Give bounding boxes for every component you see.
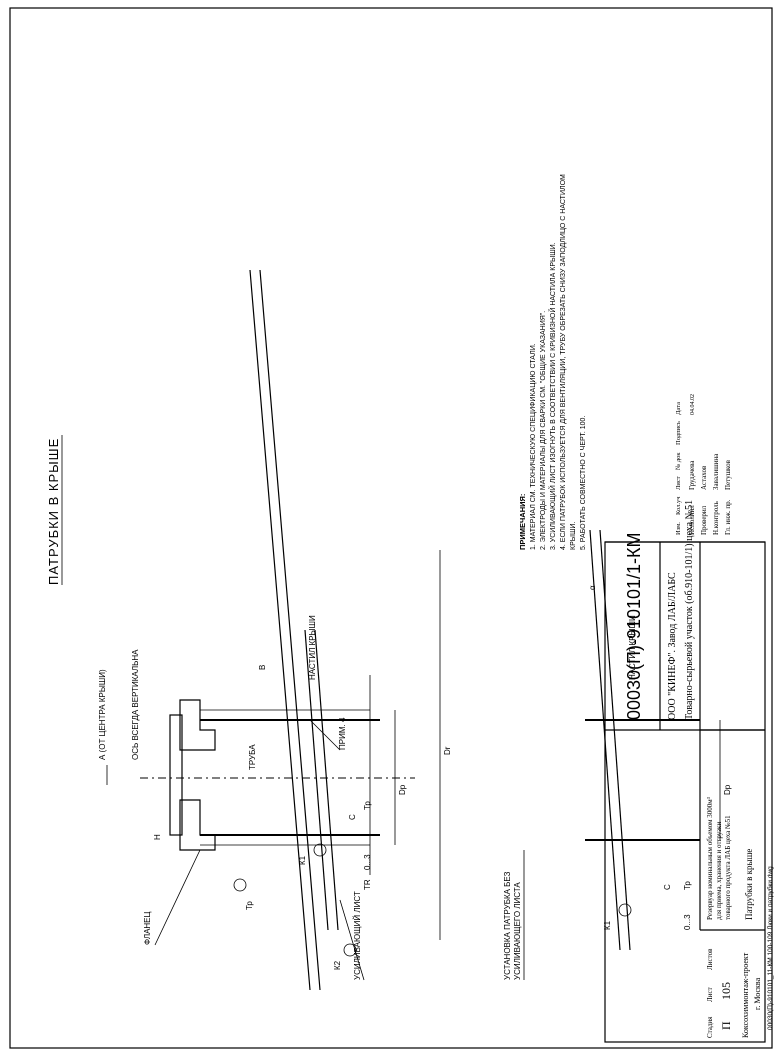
flange-label: ФЛАНЕЦ: [143, 911, 152, 945]
note-5: 5. РАБОТАТЬ СОВМЕСТНО С ЧЕРТ. 100.: [580, 416, 587, 550]
org-city: г. Москва: [753, 977, 762, 1010]
dp-label: Dр: [398, 784, 407, 795]
note-4: 4. ЕСЛИ ПАТРУБОК ИСПОЛЬЗУЕТСЯ ДЛЯ ВЕНТИЛ…: [560, 174, 567, 550]
col-izm: Изм.: [675, 522, 682, 535]
from-center-label: А (ОТ ЦЕНТРА КРЫШИ): [98, 669, 107, 760]
angle-label: α: [588, 585, 597, 590]
role-4-name: Петушков: [724, 459, 732, 490]
col-kolch: Кол.уч: [675, 496, 682, 515]
col-date: Дата: [675, 402, 682, 415]
sheet-label: Лист: [706, 987, 714, 1002]
role-1-name: Грудачева: [688, 460, 696, 490]
tp-label: Тр: [363, 801, 372, 810]
sheet-title: Патрубки в крыше: [744, 849, 754, 920]
col-list: Лист: [675, 476, 682, 490]
sub-roof-label: НАСТИЛ КРЫШИ: [628, 615, 637, 680]
note-3: 3. УСИЛИВАЮЩИЙ ЛИСТ ИЗОГНУТЬ В СООТВЕТСТ…: [548, 242, 557, 550]
date-stamp: 04.04.02: [690, 394, 696, 415]
sub-weld-symbol: [618, 903, 632, 917]
role-4: Гл. инж. пр.: [724, 499, 732, 535]
note4-label: ПРИМ. 4: [338, 717, 347, 750]
site: Товарно-сырьевой участок (об.910-101/1) …: [684, 500, 695, 720]
org-name: Коксохиммонтаж-проект: [741, 952, 750, 1038]
sub-tp-label: Тр: [683, 881, 692, 890]
tp-weld-label: Тр: [245, 901, 254, 910]
object-line-2: для приема, хранения и отгрузки: [715, 822, 723, 920]
tr-label: ТR: [363, 879, 372, 890]
role-3-name: Завалишина: [712, 453, 720, 490]
role-2: Проверил: [700, 505, 708, 535]
b-label: В: [258, 665, 267, 670]
pipe-label: ТРУБА: [248, 744, 257, 770]
stage-value: П: [719, 1021, 733, 1030]
col-sign: Подпись: [675, 421, 682, 445]
weld-symbol-k1: [313, 843, 327, 857]
sub-title: УСТАНОВКА ПАТРУБКА БЕЗ: [503, 871, 512, 980]
flange-right: [179, 699, 216, 751]
reinforcing-sheet-top: [304, 629, 329, 931]
flange-body: [169, 714, 183, 836]
stage-label: Стадия: [706, 1016, 714, 1038]
note-4b: КРЫШИ.: [570, 522, 577, 550]
range-label: 0...3: [363, 854, 372, 870]
sub-c-label: C: [663, 884, 672, 890]
sheet-frame: [9, 7, 773, 1049]
reinforcing-label: УСИЛИВАЮЩИЙ ЛИСТ: [353, 891, 362, 980]
flange-left: [179, 799, 216, 851]
axis-label: ОСЬ ВСЕГДА ВЕРТИКАЛЬНА: [131, 649, 140, 760]
k2-label: К2: [333, 960, 342, 970]
sub-k1-label: К1: [603, 920, 612, 930]
note-1: 1. МАТЕРИАЛ СМ. ТЕХНИЧЕСКУЮ СПЕЦИФИКАЦИЮ…: [530, 343, 537, 550]
weld-symbol-k2: [343, 943, 357, 957]
sheets-label: Листов: [706, 948, 714, 970]
col-doc: № док: [675, 452, 682, 470]
weld-symbol-flange: [233, 878, 247, 892]
role-1: Исполнил: [688, 505, 696, 535]
note4-leader: [309, 719, 341, 751]
k1-label: К1: [298, 855, 307, 865]
sheet-value: 105: [719, 982, 733, 1000]
roof-deck-label: НАСТИЛ КРЫШИ: [308, 615, 317, 680]
roof-deck-bottom: [259, 269, 321, 991]
dr-label: Dr: [443, 746, 452, 755]
c-label: C: [348, 814, 357, 820]
notes-heading: ПРИМЕЧАНИЯ:: [518, 494, 527, 550]
roof-deck-top: [249, 269, 311, 991]
company: ООО "КИНЕФ". Завод ЛАБ/ЛАБС: [667, 572, 678, 720]
h-label: Н: [153, 834, 162, 840]
sub-range-label: 0...3: [683, 914, 692, 930]
main-drawing: ПАТРУБКИ В КРЫШЕ ФЛАНЕЦ ТРУБА ОСЬ ВСЕГДА…: [46, 174, 774, 1043]
flange-leader: [154, 849, 201, 946]
object-line-3: товарного продукта ЛАБ цеха №51: [724, 815, 732, 920]
role-2-name: Астахов: [700, 465, 708, 490]
sub-title-2: УСИЛИВАЮЩЕГО ЛИСТА: [513, 882, 522, 980]
doc-code: 00030(П)-910101/1-КМ: [624, 532, 644, 720]
reinforcing-sheet-bottom: [314, 629, 339, 931]
footer-filename: 00030(П)-910101_11-КМ 100-109 Люки и пат…: [766, 866, 774, 1030]
reinforcing-leader: [339, 899, 365, 981]
note-2: 2. ЭЛЕКТРОДЫ И МАТЕРИАЛЫ ДЛЯ СВАРКИ СМ. …: [540, 311, 547, 550]
role-3: Н.контроль: [712, 501, 720, 535]
sub-dp-label: Dр: [723, 784, 732, 795]
object-line-1: Резервуар номинальным объемом 3000м³: [706, 797, 714, 920]
main-title: ПАТРУБКИ В КРЫШЕ: [46, 438, 61, 585]
